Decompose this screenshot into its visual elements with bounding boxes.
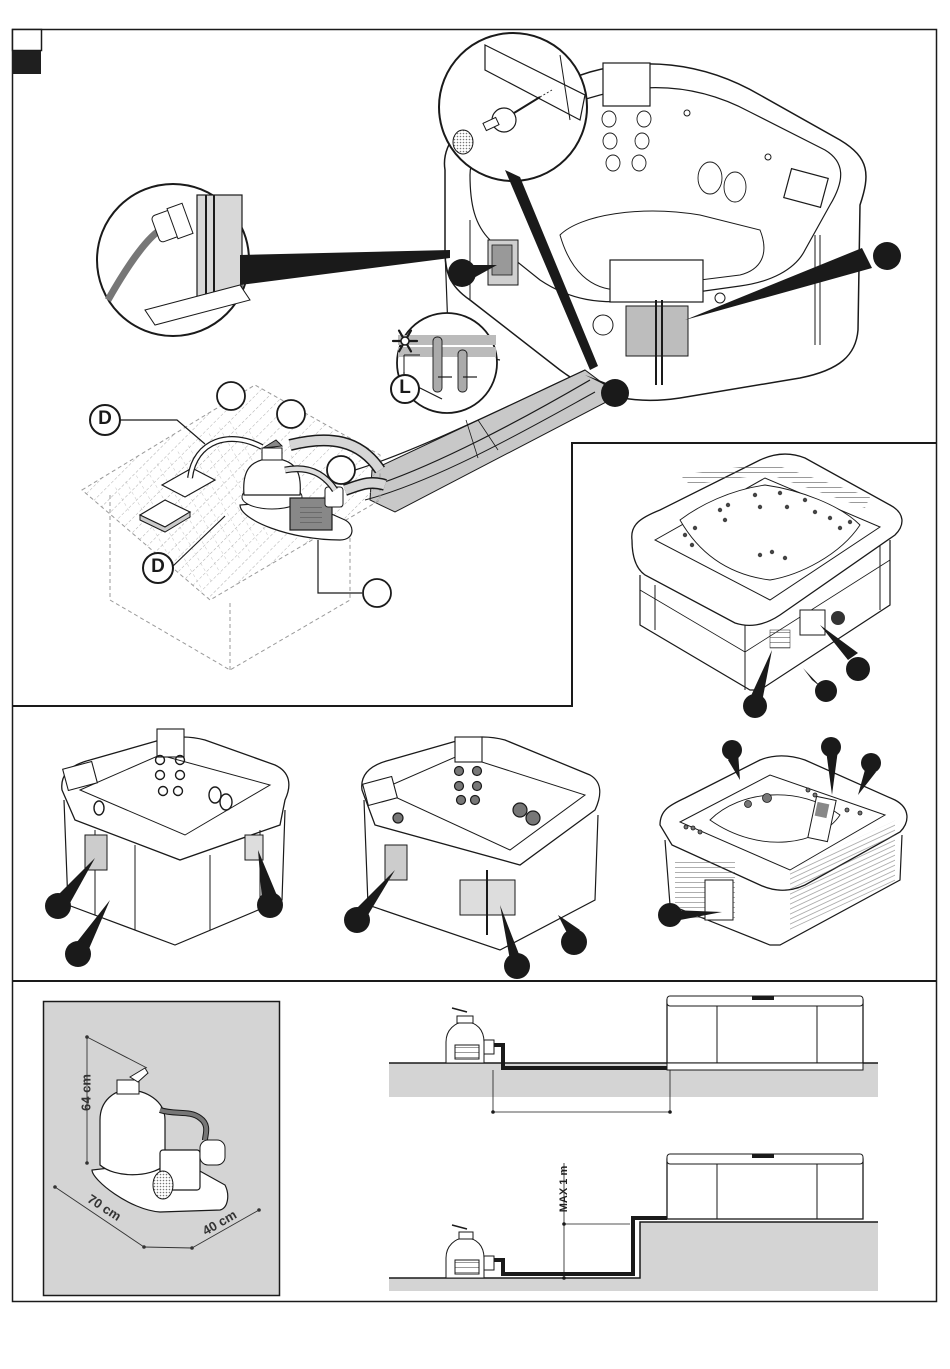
max-height-label: MAX 1 m [558,1161,570,1217]
elevated-spa-diagram [389,1154,878,1291]
same-level-diagram [389,996,878,1114]
